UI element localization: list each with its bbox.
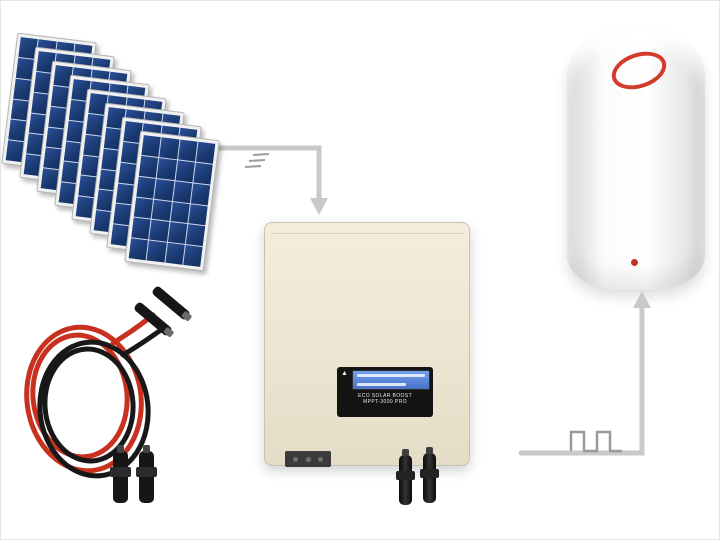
lcd-text-line xyxy=(357,374,425,377)
inverter-model-line1: ECO SOLAR BOOST xyxy=(357,393,413,399)
inverter-seam xyxy=(271,233,463,234)
solar-panel xyxy=(123,130,220,272)
pv-cell xyxy=(138,155,158,178)
pv-cell xyxy=(133,197,153,219)
arrow-inverter-to-heater xyxy=(518,291,651,456)
pv-cell xyxy=(182,245,203,267)
inverter-control-panel: ▲ ECO SOLAR BOOST MPPT-3000 PRO xyxy=(337,367,433,417)
connector-tip xyxy=(426,447,433,454)
pv-cell xyxy=(174,160,195,182)
lcd-text-line xyxy=(357,383,406,386)
pv-cell xyxy=(140,135,161,157)
pv-cell xyxy=(195,141,215,164)
water-heater xyxy=(567,27,705,289)
pv-cell xyxy=(172,180,192,203)
cable-mc4-connector-bottom xyxy=(110,445,157,503)
solar-cables xyxy=(24,312,168,479)
up-arrow-icon xyxy=(633,291,651,308)
inverter-model-label: ECO SOLAR BOOST MPPT-3000 PRO xyxy=(340,393,430,405)
pv-cell xyxy=(151,199,171,222)
pv-cell xyxy=(148,220,169,242)
screw-icon xyxy=(292,456,298,462)
square-wave-icon xyxy=(569,430,622,453)
pv-cell xyxy=(156,157,177,180)
pv-cell xyxy=(135,176,156,199)
pv-cell xyxy=(177,139,197,162)
panel-cell-grid xyxy=(128,135,215,267)
arrow-panels-to-inverter xyxy=(212,145,328,215)
connector-nut xyxy=(396,471,415,480)
brand-logo-icon: ▲ xyxy=(341,370,348,377)
pv-cell xyxy=(164,242,184,265)
pv-cell xyxy=(146,240,166,263)
lcd-display xyxy=(352,370,430,390)
connector-tip xyxy=(402,449,409,456)
cable-mc4-connector-top xyxy=(134,286,192,337)
inverter: ▲ ECO SOLAR BOOST MPPT-3000 PRO xyxy=(264,222,470,505)
inverter-model-line2: MPPT-3000 PRO xyxy=(363,399,407,405)
pv-cell xyxy=(187,203,208,226)
heater-indicator-dot xyxy=(631,259,638,266)
pv-cell xyxy=(159,137,179,160)
terminal-block xyxy=(285,451,331,467)
pv-cell xyxy=(128,238,148,261)
mounting-dashes-icon xyxy=(244,153,270,168)
connector-nut xyxy=(420,469,439,478)
pv-cell xyxy=(190,183,210,205)
pv-cell xyxy=(185,224,205,247)
pv-cell xyxy=(192,162,213,185)
screw-icon xyxy=(318,456,324,462)
pv-cell xyxy=(166,222,187,245)
inverter-mc4-connector xyxy=(420,447,439,503)
screw-icon xyxy=(305,456,311,462)
inverter-mc4-connector xyxy=(396,449,415,505)
down-arrow-icon xyxy=(310,198,328,215)
pv-cell xyxy=(169,201,190,224)
pv-cell xyxy=(130,217,151,240)
heater-logo-icon xyxy=(606,45,672,96)
pv-cell xyxy=(153,178,174,201)
